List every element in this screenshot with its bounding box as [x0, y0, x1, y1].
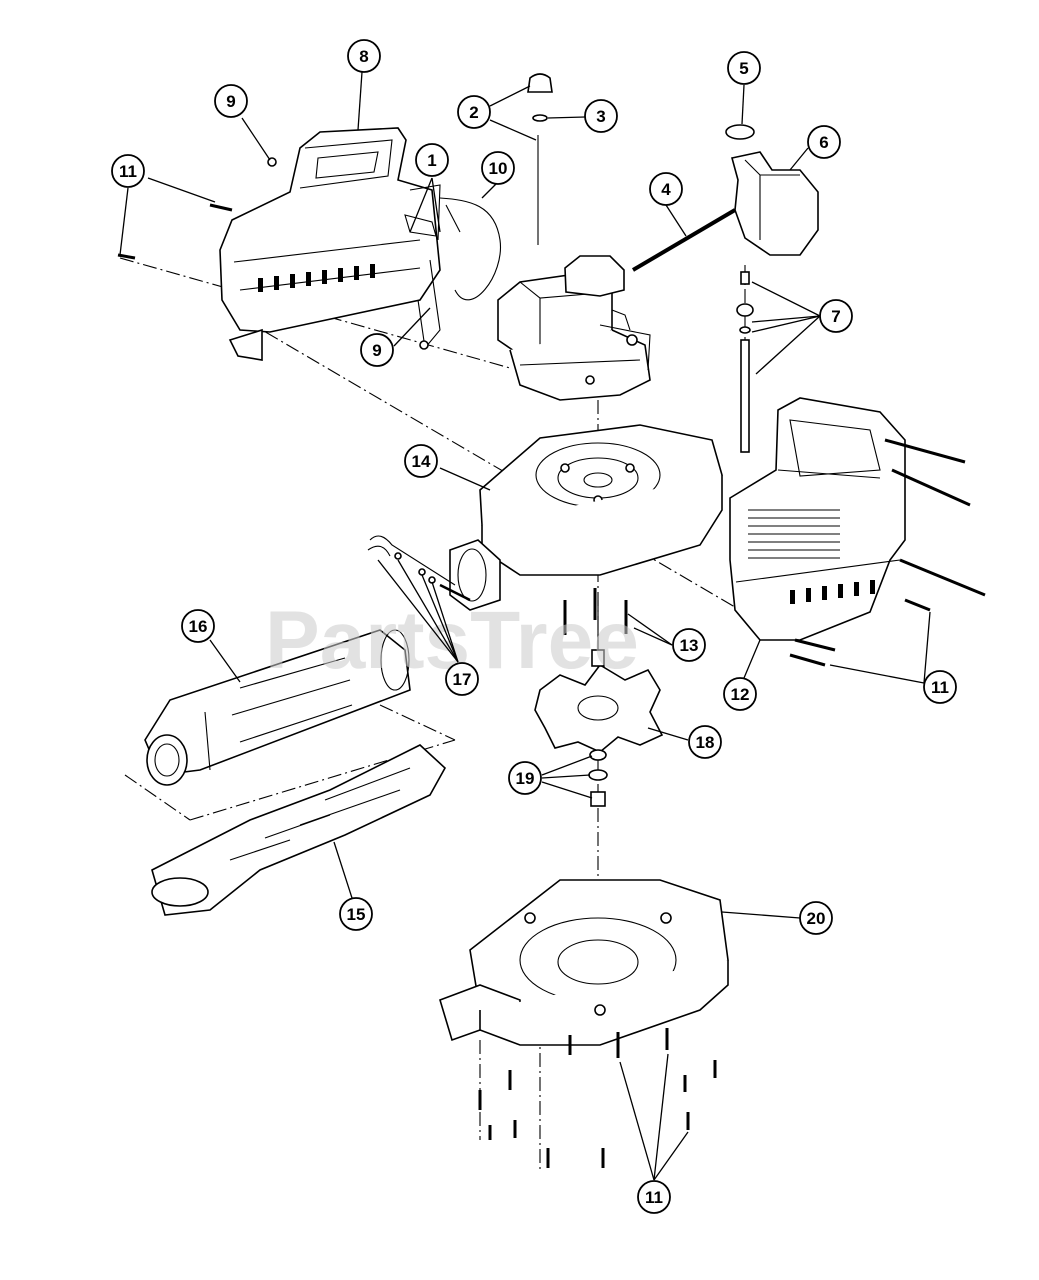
callout-14: 14 [404, 444, 438, 478]
side-cover-vents [790, 580, 875, 604]
screws-part-13 [563, 588, 628, 635]
svg-text:4: 4 [661, 180, 671, 199]
svg-text:7: 7 [831, 307, 840, 326]
svg-text:18: 18 [696, 733, 715, 752]
callout-8: 8 [347, 39, 381, 73]
nozzle-part-15 [151, 744, 447, 916]
svg-text:11: 11 [119, 162, 137, 181]
blower-tube-part-16 [144, 629, 411, 786]
callout-9-upper: 9 [214, 84, 248, 118]
svg-text:9: 9 [372, 341, 381, 360]
fan-housing-part-14 [449, 424, 723, 611]
rear-housing-vents [258, 264, 375, 292]
callout-20: 20 [799, 901, 833, 935]
callout-13: 13 [672, 628, 706, 662]
svg-text:17: 17 [453, 670, 472, 689]
svg-text:15: 15 [347, 905, 366, 924]
callout-3: 3 [584, 99, 618, 133]
callout-4: 4 [649, 172, 683, 206]
callout-11-right: 11 [923, 670, 957, 704]
callout-16: 16 [181, 609, 215, 643]
callout-9-lower: 9 [360, 333, 394, 367]
screws-rear-housing [117, 203, 233, 260]
leader-lines [119, 71, 931, 1181]
svg-text:6: 6 [819, 133, 828, 152]
callout-17: 17 [445, 662, 479, 696]
callout-11-upper-left: 11 [111, 154, 145, 188]
callout-11-bottom: 11 [637, 1180, 671, 1214]
svg-text:16: 16 [189, 617, 208, 636]
engine-assembly-part [497, 255, 651, 401]
svg-text:3: 3 [596, 107, 605, 126]
side-cover-louvers [748, 509, 840, 559]
callout-7: 7 [819, 299, 853, 333]
callout-bubbles: 1 2 3 4 5 6 7 8 [111, 39, 957, 1214]
svg-text:8: 8 [359, 47, 368, 66]
callout-12: 12 [723, 677, 757, 711]
rear-housing-part [219, 127, 461, 361]
ignition-wire-part [439, 197, 502, 301]
impeller-part-18 [534, 600, 664, 753]
fuel-tube-part-7 [736, 271, 754, 453]
callout-1: 1 [415, 143, 449, 177]
callout-15: 15 [339, 897, 373, 931]
svg-text:13: 13 [680, 636, 699, 655]
screws-right-cover [789, 438, 986, 667]
elbow-part-6 [725, 124, 819, 256]
callout-10: 10 [481, 151, 515, 185]
svg-text:11: 11 [645, 1188, 663, 1207]
svg-text:10: 10 [489, 159, 508, 178]
callout-19: 19 [508, 761, 542, 795]
callout-18: 18 [688, 725, 722, 759]
callout-6: 6 [807, 125, 841, 159]
rod-part-4 [631, 208, 737, 272]
svg-text:11: 11 [931, 678, 949, 697]
svg-text:12: 12 [731, 685, 750, 704]
svg-text:14: 14 [412, 452, 431, 471]
svg-text:2: 2 [469, 103, 478, 122]
lower-housing-part-20 [439, 879, 729, 1046]
svg-text:1: 1 [427, 151, 436, 170]
svg-text:20: 20 [807, 909, 826, 928]
callout-2: 2 [457, 95, 491, 129]
clamp-part-17 [367, 535, 471, 602]
bolt-part-2 [527, 73, 553, 245]
svg-text:5: 5 [739, 59, 748, 78]
screws-lower-housing [478, 1028, 717, 1168]
svg-text:19: 19 [516, 769, 535, 788]
side-cover-part-12 [729, 397, 906, 641]
callout-5: 5 [727, 51, 761, 85]
svg-text:9: 9 [226, 92, 235, 111]
